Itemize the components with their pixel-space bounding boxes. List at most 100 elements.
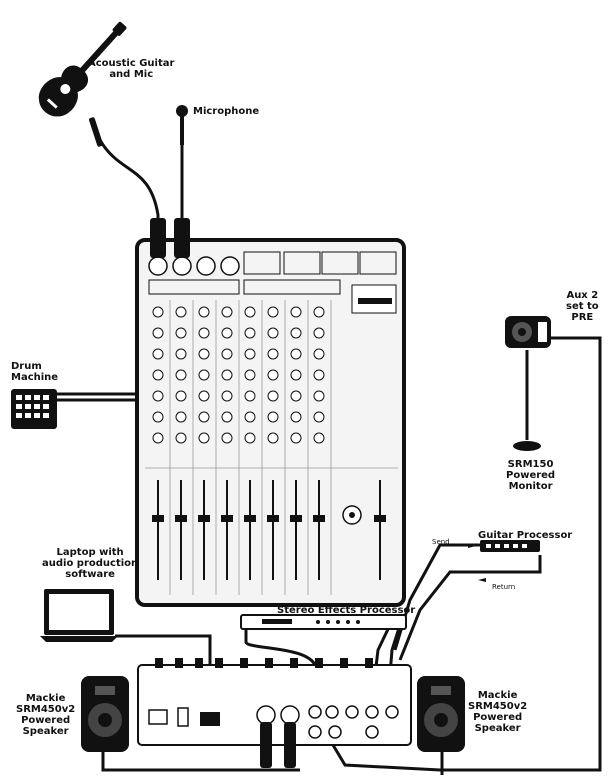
mixer-knob [221, 390, 233, 402]
mixer-knob [290, 306, 302, 318]
fader-group [152, 480, 386, 580]
mixer-knob [267, 390, 279, 402]
mixer-knob [198, 306, 210, 318]
mixer-knob [290, 327, 302, 339]
fader-slot [318, 480, 320, 580]
mixer-knob [175, 306, 187, 318]
mixer-knob [198, 327, 210, 339]
monitor-speaker-icon [505, 316, 551, 451]
fader-cap [244, 515, 256, 522]
mixer-knob [244, 306, 256, 318]
fader-cap [198, 515, 210, 522]
guitar-processor-icon [468, 540, 540, 582]
fader-cap [152, 515, 164, 522]
mixer-knob [198, 390, 210, 402]
effects-processor-icon [240, 614, 407, 630]
fader-slot [295, 480, 297, 580]
mixer-knob [267, 348, 279, 360]
mixer-knob [244, 348, 256, 360]
label-send: Send [432, 538, 450, 546]
fader-cap [290, 515, 302, 522]
fader-slot [379, 480, 381, 580]
mixer-rear-panel [137, 658, 412, 768]
mixer-knob [313, 327, 325, 339]
mixer-knob [313, 306, 325, 318]
mixer-knob [313, 348, 325, 360]
fader-cap [374, 515, 386, 522]
acoustic-guitar-icon [38, 21, 127, 117]
drum-machine-icon [11, 389, 57, 429]
mixer-knob [267, 327, 279, 339]
mixer-knob [313, 369, 325, 381]
mixer-knob [221, 348, 233, 360]
mixer-knob [244, 327, 256, 339]
mixer-knob [267, 369, 279, 381]
mixer-knob [221, 369, 233, 381]
mixer-knob [152, 327, 164, 339]
label-microphone: Microphone [193, 106, 260, 117]
label-return: Return [492, 583, 516, 591]
mixer-knob [290, 369, 302, 381]
laptop-icon [40, 589, 118, 642]
mixer-knob [221, 306, 233, 318]
mixer-knob [152, 348, 164, 360]
mixer-knob [290, 432, 302, 444]
mixer-knob [152, 390, 164, 402]
mixer-knob [244, 432, 256, 444]
mixer-knob [290, 348, 302, 360]
mixer-knob [198, 432, 210, 444]
mixer-knob [244, 390, 256, 402]
fader-cap [221, 515, 233, 522]
mixer-knob [313, 390, 325, 402]
mixer-knob [221, 432, 233, 444]
mixer-knob [198, 369, 210, 381]
mixer-knob [152, 306, 164, 318]
mixer-knob [175, 369, 187, 381]
mixer-knob [198, 411, 210, 423]
mixer-knob [244, 411, 256, 423]
fader-cap [267, 515, 279, 522]
guitar-mic-icon [89, 117, 103, 147]
mixer-knob [198, 348, 210, 360]
mixer-knob [175, 327, 187, 339]
knob-grid [152, 306, 325, 444]
mixer-knob [175, 432, 187, 444]
mixer-knob [267, 411, 279, 423]
fader-cap [313, 515, 325, 522]
speaker-right-icon [417, 676, 465, 752]
speaker-left-icon [81, 676, 129, 752]
fader-slot [180, 480, 182, 580]
mixer-knob [313, 411, 325, 423]
fader-slot [226, 480, 228, 580]
mixer-knob [221, 411, 233, 423]
mixer-knob [152, 369, 164, 381]
mixer-knob [175, 390, 187, 402]
mixer-knob [221, 327, 233, 339]
label-stereo-effects: Stereo Effects Processor [277, 605, 416, 616]
fader-slot [249, 480, 251, 580]
microphone-icon [176, 105, 188, 145]
mixer-knob [152, 411, 164, 423]
mixer-icon [135, 218, 406, 607]
fader-slot [157, 480, 159, 580]
mixer-knob [175, 348, 187, 360]
mixer-knob [290, 411, 302, 423]
label-guitar-processor: Guitar Processor [478, 530, 573, 541]
mixer-knob [313, 432, 325, 444]
mixer-knob [267, 432, 279, 444]
mixer-knob [152, 432, 164, 444]
mixer-knob [290, 390, 302, 402]
fader-slot [272, 480, 274, 580]
fader-cap [175, 515, 187, 522]
mixer-knob [175, 411, 187, 423]
mixer-knob [244, 369, 256, 381]
fader-slot [203, 480, 205, 580]
